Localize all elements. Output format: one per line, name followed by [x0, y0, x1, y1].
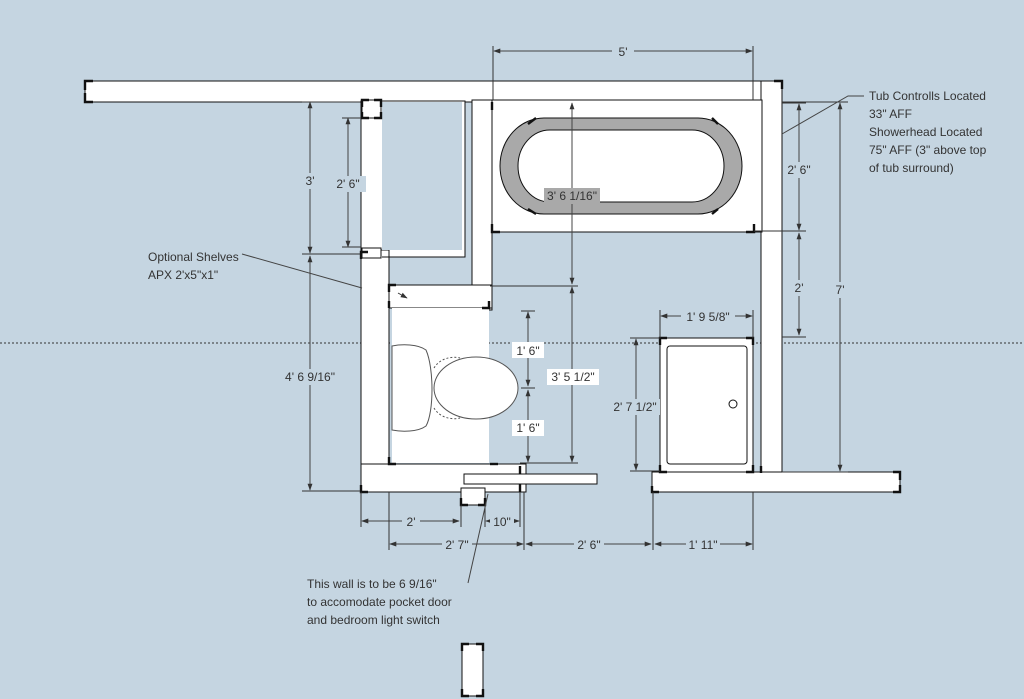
shelf-note-line-1: Optional Shelves	[148, 250, 239, 264]
toilet	[391, 344, 519, 432]
tub-surround-left-wall	[471, 99, 493, 311]
corner-marks	[83, 79, 902, 698]
dim-bottom-b: 2' 6"	[577, 538, 600, 552]
vanity-knob	[728, 399, 738, 409]
dim-overall-right: 7'	[836, 283, 845, 297]
wall-note-line-2: to accomodate pocket door	[307, 595, 452, 609]
shelf-note-line-2: APX 2'x5"x1"	[148, 268, 218, 282]
toilet-tank	[391, 344, 433, 432]
dim-tub-length: 3' 6 1/16"	[547, 189, 597, 203]
tub-note-line-3: Showerhead Located	[869, 125, 982, 139]
wall-note: This wall is to be 6 9/16" to accomodate…	[307, 577, 452, 627]
shelf-note: Optional Shelves APX 2'x5"x1"	[148, 250, 239, 282]
detached-post	[461, 643, 484, 697]
dim-shelf-niche: 2' 6"	[336, 177, 359, 191]
dim-bottom-door: 10"	[493, 515, 511, 529]
wall-note-line-1: This wall is to be 6 9/16"	[307, 577, 437, 591]
bottom-right-wall	[651, 471, 901, 493]
pocket-door	[463, 473, 598, 485]
tub-note-line-1: Tub Controlls Located	[869, 89, 986, 103]
dimension-labels: 5' 3' 2' 6" 4' 6 9/16" 3' 6 1/16" 3' 5 1…	[280, 44, 849, 552]
right-wall	[760, 80, 783, 474]
tub-note-line-5: of tub surround)	[869, 161, 954, 175]
dim-vanity-width: 1' 9 5/8"	[686, 310, 729, 324]
tub-note: Tub Controlls Located 33" AFF Showerhead…	[869, 89, 987, 175]
tub-basin	[517, 129, 725, 203]
dim-bottom-a: 2' 7"	[445, 538, 468, 552]
dim-left-lower: 4' 6 9/16"	[285, 370, 335, 384]
leader-lines	[241, 95, 864, 584]
dim-bottom-c: 1' 11"	[688, 538, 717, 552]
post-top-stub	[361, 99, 382, 119]
top-wall	[84, 80, 783, 103]
dim-tub-width: 5'	[619, 45, 628, 59]
dim-toilet-depth: 3' 5 1/2"	[551, 370, 594, 384]
tub-note-line-2: 33" AFF	[869, 107, 912, 121]
left-wall	[360, 249, 390, 493]
dim-toilet-lower: 1' 6"	[516, 421, 539, 435]
vanity-top	[666, 345, 748, 465]
dim-vanity-depth: 2' 7 1/2"	[613, 400, 656, 414]
wall-note-line-3: and bedroom light switch	[307, 613, 440, 627]
dim-bottom-left: 2'	[407, 515, 416, 529]
dim-left-upper: 3'	[306, 174, 315, 188]
dim-right-upper: 2' 6"	[787, 163, 810, 177]
bathtub	[499, 117, 743, 216]
tub-note-line-4: 75" AFF (3" above top	[869, 143, 987, 157]
toilet-bowl	[433, 356, 519, 420]
dim-toilet-upper: 1' 6"	[516, 344, 539, 358]
dim-right-mid: 2'	[795, 281, 804, 295]
door-stub-left	[460, 487, 486, 506]
